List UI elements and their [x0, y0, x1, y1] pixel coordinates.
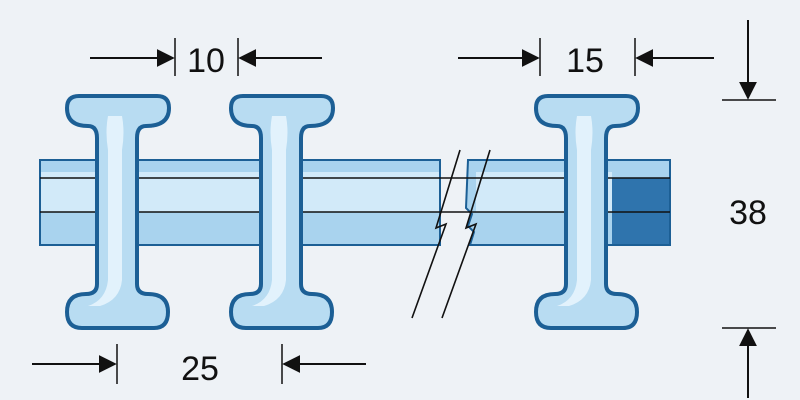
dimension-label-bottom: 25 — [181, 350, 219, 388]
dimension-label-height: 38 — [729, 194, 767, 232]
bearing-bar-1 — [64, 94, 172, 330]
dimension-bottom: 25 — [32, 344, 366, 388]
bearing-bar-3 — [533, 94, 641, 330]
bearing-bar-2 — [228, 94, 336, 330]
dimension-label-top-left: 10 — [187, 42, 225, 80]
cross-bar-dark-end — [612, 178, 669, 244]
dimension-top-left: 10 — [90, 38, 322, 80]
dimension-top-right: 15 — [458, 38, 714, 80]
dimension-height: 38 — [722, 20, 776, 398]
dimension-label-top-right: 15 — [566, 42, 604, 80]
break-mark — [411, 149, 491, 319]
